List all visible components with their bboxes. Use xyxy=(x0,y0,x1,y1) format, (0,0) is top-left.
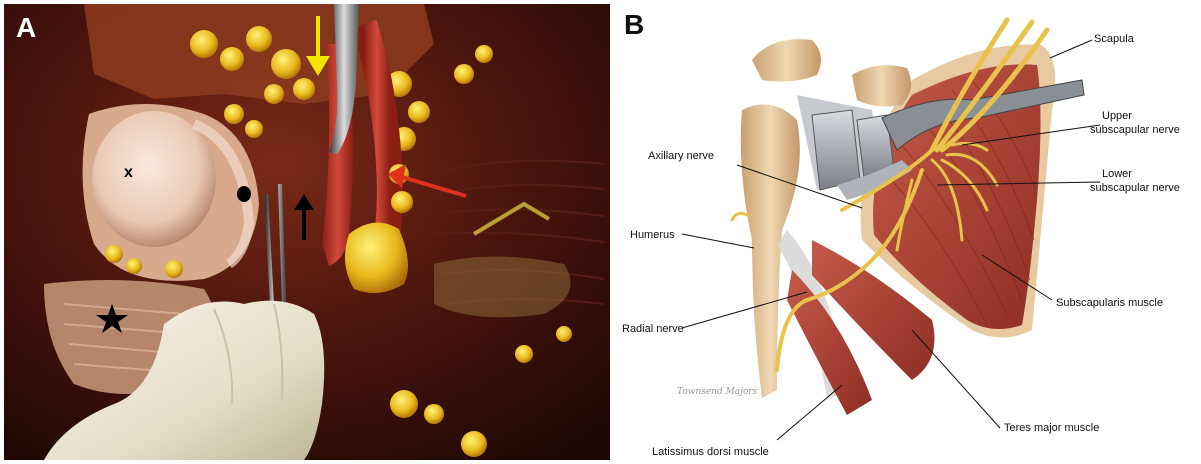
fat-lobule xyxy=(345,222,408,293)
lower-fat-globules xyxy=(105,245,572,457)
coracoid xyxy=(852,65,911,107)
latissimus-dorsi-muscle xyxy=(787,270,872,415)
red-arrow xyxy=(388,164,467,198)
teres-major-muscle xyxy=(812,240,935,380)
acromion xyxy=(752,39,821,82)
label-subscapularis: Subscapularis muscle xyxy=(1056,297,1163,309)
humerus-bone xyxy=(740,104,800,398)
label-teres-major: Teres major muscle xyxy=(1004,422,1100,434)
label-upper-subscapular-1: Upper xyxy=(1102,110,1132,122)
artist-signature: Townsend Majors xyxy=(677,387,758,397)
yellow-arrow xyxy=(306,16,330,76)
label-axillary-nerve: Axillary nerve xyxy=(648,150,715,162)
label-scapula: Scapula xyxy=(1094,33,1134,45)
label-upper-subscapular-2: subscapular nerve xyxy=(1090,124,1180,136)
label-lower-subscapular-2: subscapular nerve xyxy=(1090,182,1180,194)
label-latissimus-dorsi: Latissimus dorsi muscle xyxy=(652,446,769,458)
panel-a-surgical-photo: A x xyxy=(4,4,610,460)
upper-fat-globules xyxy=(190,26,493,151)
label-radial-nerve: Radial nerve xyxy=(622,323,684,335)
brachial-plexus-nerves xyxy=(730,17,1050,372)
leader-lines xyxy=(681,39,1101,441)
x-marker: x xyxy=(124,164,133,181)
surgical-glove xyxy=(44,300,325,460)
dot-marker xyxy=(237,186,251,202)
humeral-head xyxy=(92,111,216,247)
shoulder-anatomy-drawing xyxy=(681,17,1101,441)
forceps xyxy=(264,183,286,305)
panel-a-letter: A xyxy=(16,12,37,43)
label-humerus: Humerus xyxy=(630,229,675,241)
label-lower-subscapular-1: Lower xyxy=(1102,168,1132,180)
surgical-photo-drawing xyxy=(4,4,610,460)
retractor xyxy=(329,4,359,154)
panel-b-illustration: B Scapula Upper subscapular nerve Axilla… xyxy=(612,0,1201,464)
star-marker xyxy=(96,304,128,333)
panel-b-letter: B xyxy=(624,9,645,40)
black-arrow xyxy=(294,194,314,240)
